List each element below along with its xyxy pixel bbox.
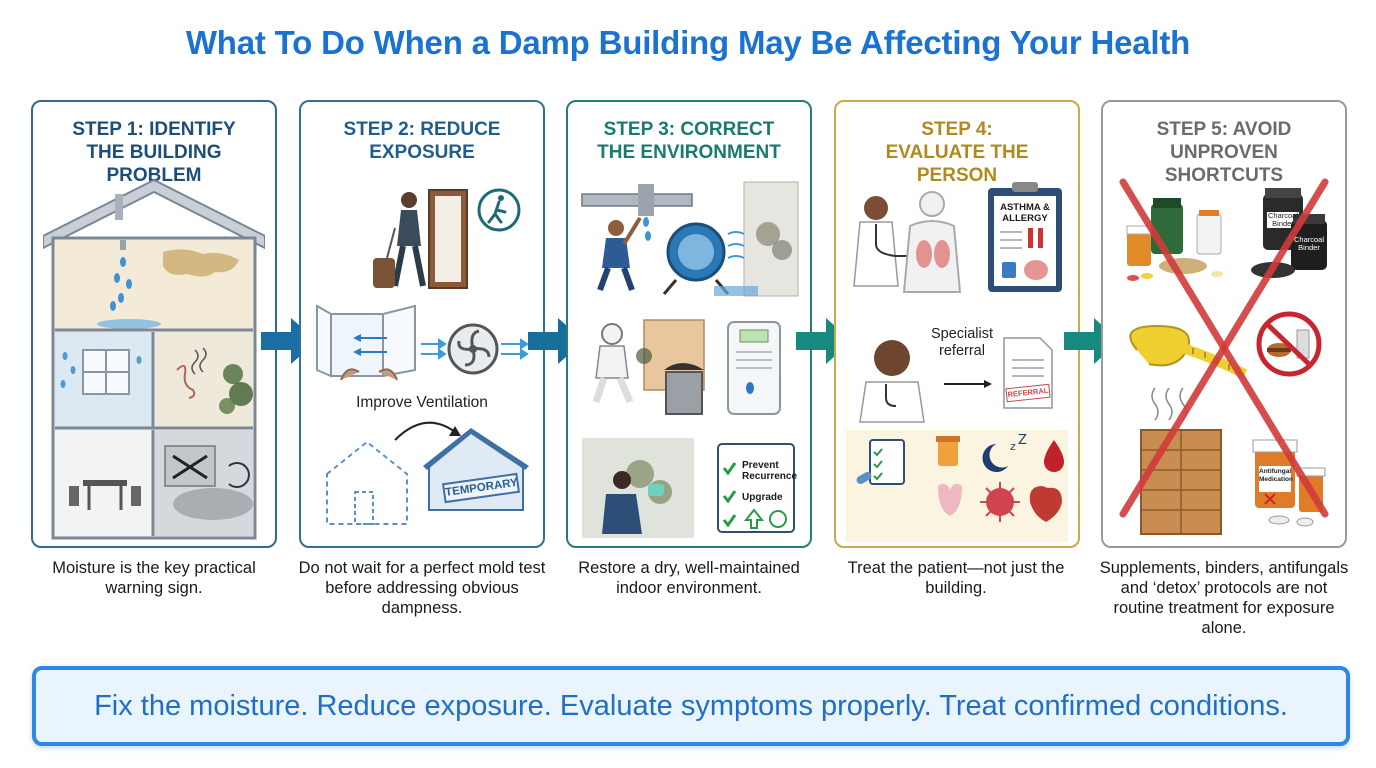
step-5-illustration: Charcoal Binder Charcoal Binder Antifung… — [1113, 174, 1335, 542]
page-title: What To Do When a Damp Building May Be A… — [185, 24, 1191, 61]
step-5-heading: STEP 5: AVOID UNPROVEN SHORTCUTS — [1156, 119, 1292, 186]
step-2-caption: Do not wait for a perfect mold test befo… — [298, 559, 546, 617]
step-3-caption: Restore a dry, well-maintained indoor en… — [578, 559, 800, 597]
svg-text:z: z — [1010, 440, 1016, 453]
step-2-card: STEP 2: REDUCE EXPOSURE — [299, 100, 545, 548]
specialist-referral-label: Specialist referral — [930, 326, 994, 359]
step-2-heading: STEP 2: REDUCE EXPOSURE — [343, 119, 501, 163]
step-1-illustration — [43, 174, 265, 542]
step-4-card: STEP 4: EVALUATE THE PERSON — [834, 100, 1080, 548]
step-3-card: STEP 3: CORRECT THE ENVIRONMENT — [566, 100, 812, 548]
charcoal-binder-label-2: Charcoal Binder — [1293, 235, 1324, 252]
step-1-heading: STEP 1: IDENTIFY THE BUILDING PROBLEM — [72, 119, 236, 186]
correct-environment-illustration — [581, 181, 799, 538]
asthma-allergy-label: ASTHMA & ALLERGY — [1000, 202, 1050, 224]
summary-text: Fix the moisture. Reduce exposure. Evalu… — [94, 689, 1288, 722]
step-5-caption: Supplements, binders, antifungals and ‘d… — [1099, 559, 1349, 637]
svg-text:Z: Z — [1018, 433, 1027, 448]
antifungal-label: Antifungal Medication — [1259, 468, 1293, 483]
step-5-card: STEP 5: AVOID UNPROVEN SHORTCUTS — [1101, 100, 1347, 548]
unproven-shortcuts-illustration — [1119, 178, 1329, 535]
step-1-card: STEP 1: IDENTIFY THE BUILDING PROBLEM — [31, 100, 277, 548]
step-3-illustration: Prevent Recurrence Upgrade — [578, 174, 800, 542]
damp-house-illustration — [43, 178, 265, 540]
step-1-caption: Moisture is the key practical warning si… — [52, 559, 256, 597]
step-4-caption: Treat the patient—not just the building. — [847, 559, 1065, 597]
step-4-illustration: z Z ASTHMA & ALLERGY Specialist referral… — [846, 174, 1068, 542]
improve-ventilation-label: Improve Ventilation — [356, 394, 488, 411]
step-4-heading: STEP 4: EVALUATE THE PERSON — [885, 119, 1029, 186]
evaluate-person-illustration: z Z — [846, 182, 1068, 542]
charcoal-binder-label-1: Charcoal Binder — [1267, 211, 1298, 228]
upgrade-label: Upgrade — [742, 492, 783, 503]
step-3-heading: STEP 3: CORRECT THE ENVIRONMENT — [597, 119, 781, 163]
step-2-illustration: Improve Ventilation TEMPORARY — [311, 174, 533, 542]
prevent-recurrence-label: Prevent Recurrence — [742, 460, 798, 482]
summary-banner: Fix the moisture. Reduce exposure. Evalu… — [32, 666, 1350, 746]
